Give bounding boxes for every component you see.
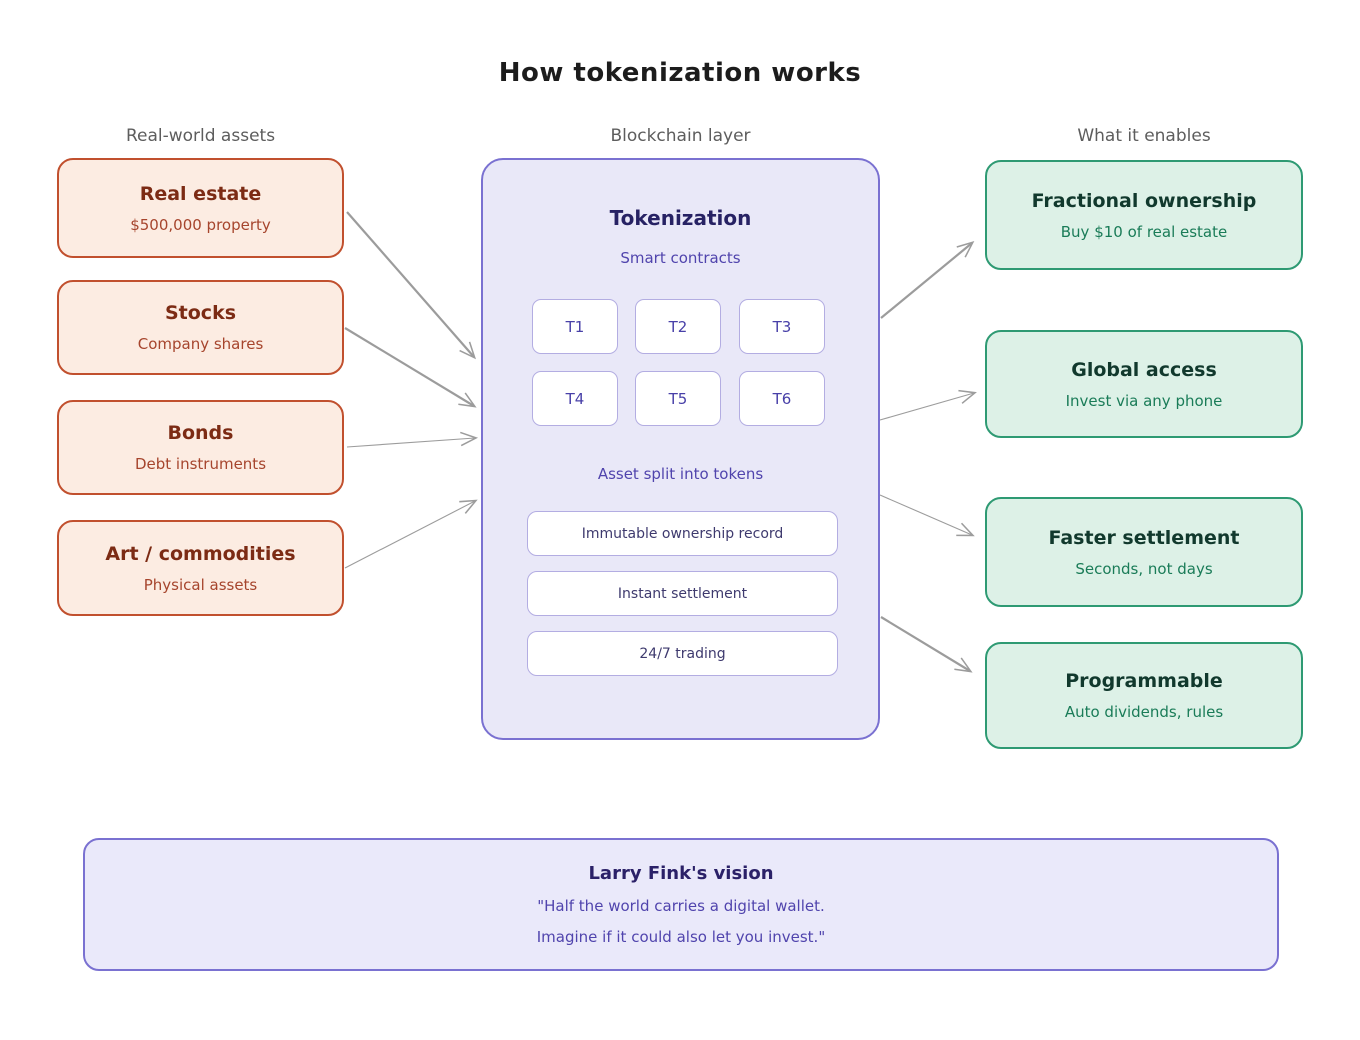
token-tile-t5: T5: [635, 371, 721, 426]
tokenization-subtitle: Smart contracts: [620, 249, 741, 267]
page-title: How tokenization works: [498, 58, 862, 88]
feature-pill-247-trading: 24/7 trading: [527, 631, 838, 676]
vision-quote-line-2: Imagine if it could also let you invest.…: [536, 928, 826, 946]
arrow-real-estate-to-tokenization: [346, 211, 477, 360]
enable-subtitle: Buy $10 of real estate: [1060, 222, 1228, 241]
vision-box: Larry Fink's vision "Half the world carr…: [83, 838, 1279, 971]
asset-box-art-commodities: Art / commodities Physical assets: [57, 520, 344, 616]
enable-subtitle: Auto dividends, rules: [1064, 703, 1224, 721]
vision-title: Larry Fink's vision: [588, 863, 774, 884]
enable-box-programmable: Programmable Auto dividends, rules: [985, 642, 1303, 749]
enable-title: Global access: [1071, 358, 1217, 381]
token-tile-t4: T4: [532, 371, 618, 426]
feature-pill-immutable-record: Immutable ownership record: [527, 511, 838, 556]
enable-title: Programmable: [1065, 670, 1223, 692]
arrow-art-to-tokenization: [344, 499, 478, 569]
tokenization-box: Tokenization Smart contracts T1 T2 T3 T4…: [481, 158, 880, 740]
column-header-what-it-enables: What it enables: [1077, 126, 1211, 146]
asset-box-stocks: Stocks Company shares: [57, 280, 344, 375]
asset-box-real-estate: Real estate $500,000 property: [57, 158, 344, 258]
enable-box-fractional-ownership: Fractional ownership Buy $10 of real est…: [985, 160, 1303, 270]
token-tile-t1: T1: [532, 299, 618, 354]
asset-title: Art / commodities: [105, 542, 296, 565]
token-tile-t2: T2: [635, 299, 721, 354]
token-tile-t3: T3: [739, 299, 825, 354]
asset-subtitle: $500,000 property: [130, 215, 271, 234]
enable-title: Fractional ownership: [1031, 189, 1257, 212]
arrow-stocks-to-tokenization: [344, 327, 477, 408]
tokenization-caption: Asset split into tokens: [597, 465, 764, 483]
feature-pill-instant-settlement: Instant settlement: [527, 571, 838, 616]
token-tile-t6: T6: [739, 371, 825, 426]
enable-box-global-access: Global access Invest via any phone: [985, 330, 1303, 438]
asset-subtitle: Physical assets: [143, 575, 258, 594]
asset-title: Bonds: [167, 422, 234, 444]
arrow-tokenization-to-programmable: [880, 616, 973, 673]
arrow-tokenization-to-fractional: [880, 241, 975, 319]
column-header-blockchain-layer: Blockchain layer: [610, 126, 751, 146]
asset-subtitle: Company shares: [137, 335, 264, 353]
arrow-bonds-to-tokenization: [346, 431, 479, 448]
tokenization-title: Tokenization: [609, 206, 752, 230]
column-header-real-world-assets: Real-world assets: [125, 126, 276, 146]
asset-title: Stocks: [164, 302, 237, 324]
asset-box-bonds: Bonds Debt instruments: [57, 400, 344, 495]
enable-subtitle: Invest via any phone: [1065, 391, 1223, 410]
enable-subtitle: Seconds, not days: [1075, 559, 1213, 578]
asset-subtitle: Debt instruments: [134, 455, 267, 473]
asset-title: Real estate: [139, 182, 262, 205]
arrow-tokenization-to-global: [879, 389, 977, 421]
arrow-tokenization-to-settlement: [879, 494, 975, 537]
enable-box-faster-settlement: Faster settlement Seconds, not days: [985, 497, 1303, 607]
vision-quote-line-1: "Half the world carries a digital wallet…: [537, 897, 825, 915]
enable-title: Faster settlement: [1048, 526, 1240, 549]
